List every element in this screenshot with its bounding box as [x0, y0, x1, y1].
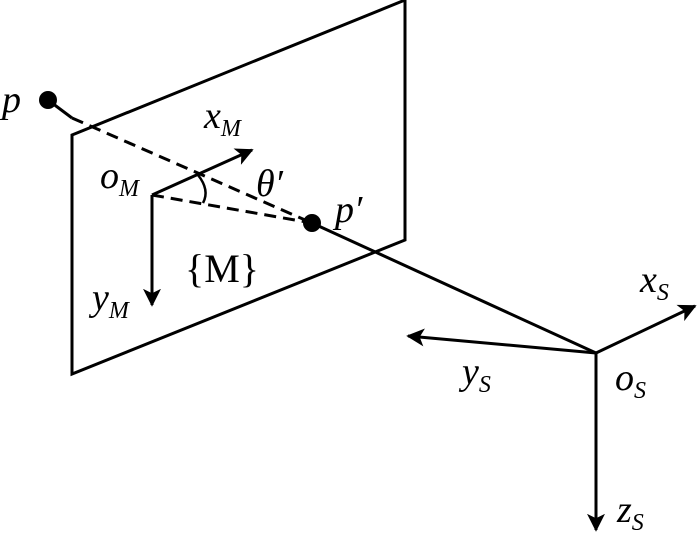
label-oS: oS — [615, 357, 646, 404]
axis-xM-arrow — [151, 148, 254, 197]
ray-dashed-p-to-pprime — [71, 116, 313, 225]
label-yS: yS — [458, 351, 491, 398]
label-zS: zS — [616, 489, 644, 536]
label-theta-prime: θ′ — [256, 163, 284, 205]
dashed-oM-to-pprime — [151, 193, 313, 225]
image-plane — [70, 0, 407, 377]
label-frame-M: {M} — [185, 246, 259, 291]
label-pprime: p′ — [332, 189, 363, 231]
label-xS: xS — [639, 259, 669, 306]
label-xM: xM — [203, 95, 243, 142]
point-p — [39, 91, 57, 109]
axis-yS-arrow — [406, 328, 597, 355]
label-oM: oM — [100, 155, 141, 202]
point-pprime — [303, 214, 321, 232]
ray-pprime-to-oS — [311, 221, 597, 355]
axis-xS-arrow — [595, 304, 697, 355]
label-yM: yM — [88, 277, 131, 324]
label-p: p — [0, 79, 21, 121]
angle-theta-arc — [197, 174, 207, 204]
